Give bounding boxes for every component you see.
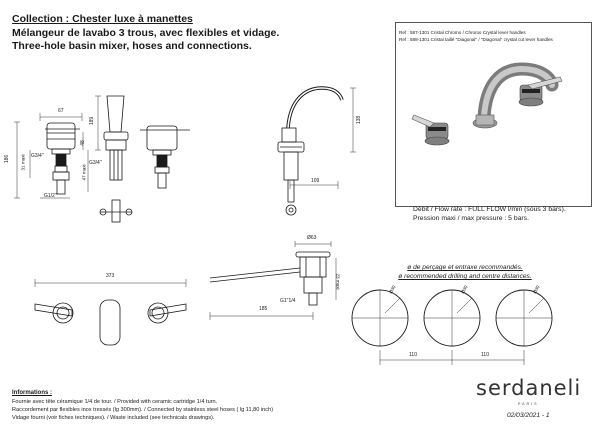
thread-g12: G1/2" (44, 193, 57, 199)
dim-31-maxi: 31 maxi (20, 154, 26, 171)
drilling-note-fr: ø de perçage et entraxe recommandés. (407, 264, 523, 271)
dim-186: 186 (4, 154, 11, 164)
dim-138: 138 (356, 115, 363, 125)
dim-189: 189 (89, 116, 96, 126)
drilling-note-en: ø recommended drilling and centre distan… (398, 273, 532, 280)
plan-drawings (34, 241, 337, 346)
brand-logo: serdaneli (476, 376, 582, 400)
info-line: Fournie avec tête céramique 1/4 de tour.… (12, 399, 218, 405)
product-render-illustration (411, 62, 563, 146)
brand-city: PARIS (518, 402, 539, 406)
max-pressure: Pression maxi / max pressure : 5 bars. (413, 215, 529, 222)
dim-185: 185 (259, 306, 268, 312)
ref-line-2: Ref : 588-1301 Cristal taillé "Diagonal"… (399, 37, 553, 42)
title-fr: Mélangeur de lavabo 3 trous, avec flexib… (12, 27, 280, 39)
info-line: Vidage fourni (voir fiches techniques). … (12, 415, 215, 421)
info-title: Informations : (12, 390, 52, 396)
title-en: Three-hole basin mixer, hoses and connec… (12, 40, 252, 52)
thread-g34-left: G3/4" (31, 153, 44, 159)
ref-line-1: Ref : 587-1301 Cristal Chromo / Chromo C… (399, 30, 526, 35)
elevation-drawings (14, 86, 356, 223)
flow-rate: Débit / Flow rate : FULL FLOW l/min (sou… (413, 206, 566, 213)
dim-48: 48 (79, 140, 86, 146)
thread-g34-mid: G3/4" (89, 160, 102, 166)
document-date: 02/03/2021 - 1 (507, 412, 550, 419)
thread-g114: G1"1/4 (280, 298, 296, 304)
dim-373: 373 (106, 273, 115, 279)
dim-67: 67 (58, 108, 64, 114)
info-line: Raccordement par flexibles inox tressés … (12, 407, 274, 413)
dim-47-maxi: 47 maxi (81, 164, 87, 181)
dim-63: Ø63 (307, 235, 317, 241)
drilling-diagram (351, 289, 553, 365)
reference-box (395, 22, 592, 207)
collection-title: Collection : Chester luxe à manettes (12, 13, 193, 25)
drill-spacing-110-b: 110 (481, 352, 489, 358)
drill-spacing-110-a: 110 (409, 352, 417, 358)
dim-109: 109 (311, 178, 320, 184)
